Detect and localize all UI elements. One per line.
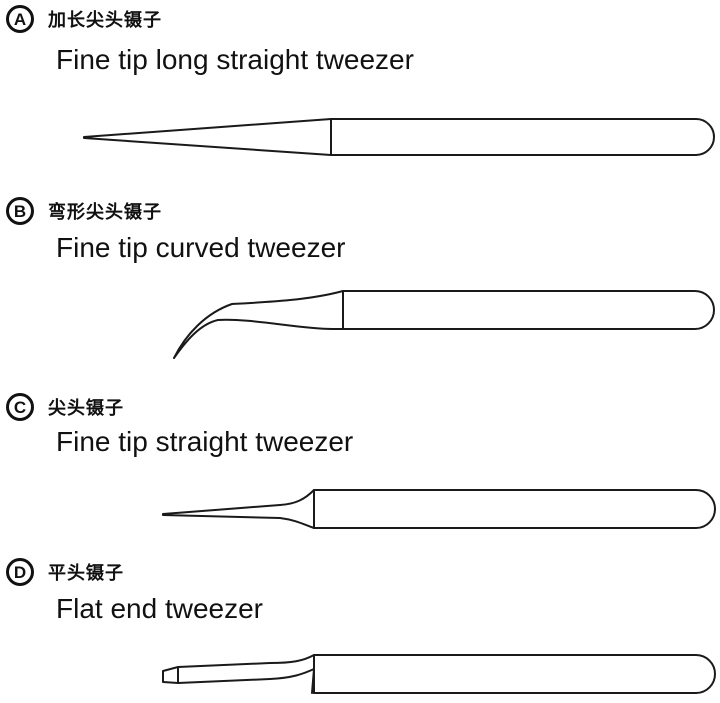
item-b-english-label: Fine tip curved tweezer: [56, 232, 346, 263]
item-b-chinese-label: 弯形尖头镊子: [48, 202, 162, 223]
item-a-chinese-label: 加长尖头镊子: [48, 10, 162, 31]
item-b: B 弯形尖头镊子 Fine tip curved tweezer: [0, 196, 720, 376]
item-c-english-label: Fine tip straight tweezer: [56, 426, 354, 457]
item-d-chinese-label: 平头镊子: [48, 563, 124, 584]
item-d-header: D 平头镊子: [6, 557, 124, 587]
item-a-english-label: Fine tip long straight tweezer: [56, 44, 414, 75]
curved-tweezer-drawing: [173, 290, 715, 359]
item-a-header: A 加长尖头镊子: [6, 4, 162, 34]
long-straight-tweezer-drawing: [83, 118, 715, 156]
item-c: C 尖头镊子 Fine tip straight tweezer: [0, 392, 720, 547]
flat-end-tweezer-drawing: [162, 654, 716, 694]
item-b-header: B 弯形尖头镊子: [6, 196, 162, 226]
item-a-badge: A: [6, 5, 34, 33]
item-c-badge: C: [6, 393, 34, 421]
item-d-english-label: Flat end tweezer: [56, 593, 263, 624]
item-a: A 加长尖头镊子 Fine tip long straight tweezer: [0, 4, 720, 174]
item-c-chinese-label: 尖头镊子: [48, 398, 124, 419]
item-b-badge: B: [6, 197, 34, 225]
item-c-header: C 尖头镊子: [6, 392, 124, 422]
item-d: D 平头镊子 Flat end tweezer: [0, 557, 720, 703]
straight-tweezer-drawing: [162, 489, 716, 529]
item-d-badge: D: [6, 558, 34, 586]
